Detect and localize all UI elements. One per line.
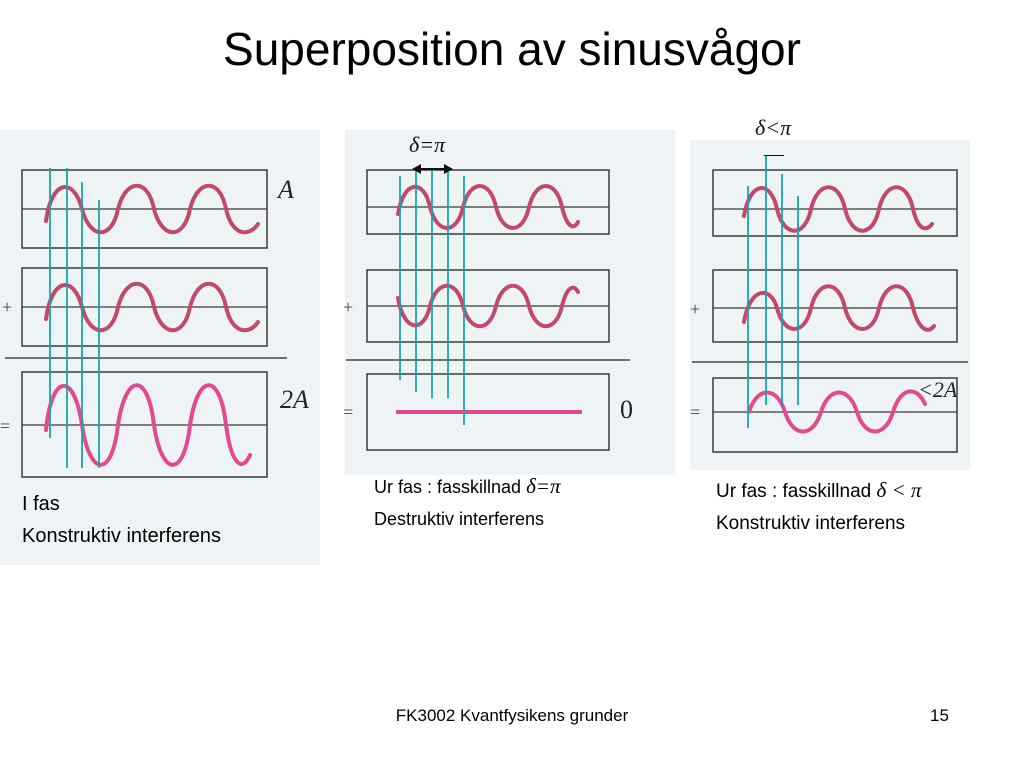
p1-sum-label: 2A xyxy=(280,385,309,414)
caption-out-of-phase-symbol: δ=π xyxy=(526,474,561,498)
caption-out-of-phase-line-2: Destruktiv interferens xyxy=(374,509,545,529)
caption-partial-phase-symbol: δ < π xyxy=(876,478,922,502)
caption-in-phase-line-1: I fas xyxy=(22,493,60,515)
p3-equals-operator: = xyxy=(690,402,700,422)
caption-partial-phase: Ur fas : fasskillnad δ < π Konstruktiv i… xyxy=(716,474,921,540)
caption-in-phase: I fas Konstruktiv interferens xyxy=(22,488,221,552)
p2-sum-frame xyxy=(366,373,610,451)
p3-phase-mark: — xyxy=(763,143,785,165)
p2-plus-operator: + xyxy=(343,297,353,317)
p2-phase-arrow-head-right xyxy=(444,164,453,174)
p3-wave1-frame xyxy=(712,169,958,237)
p3-sum-label: <2A xyxy=(918,377,958,402)
caption-out-of-phase-text: Ur fas : fasskillnad xyxy=(374,477,527,497)
p2-phase-arrow-head-left xyxy=(412,164,421,174)
p3-wave1 xyxy=(742,185,934,233)
caption-partial-phase-line-2: Konstruktiv interferens xyxy=(716,513,906,534)
p3-wave2 xyxy=(742,284,936,332)
caption-out-of-phase: Ur fas : fasskillnad δ=π Destruktiv inte… xyxy=(374,470,561,535)
caption-out-of-phase-line-1: Ur fas : fasskillnad δ=π xyxy=(374,470,561,503)
page-number: 15 xyxy=(930,706,949,725)
p2-sum-label: 0 xyxy=(620,395,633,424)
p3-phase-label: δ<π xyxy=(755,115,792,140)
slide-title: Superposition av sinusvågor xyxy=(223,23,801,75)
p1-plus-operator: + xyxy=(2,297,12,317)
footer-text: FK3002 Kvantfysikens grunder xyxy=(395,706,629,725)
p2-wave1-frame xyxy=(366,169,610,235)
caption-partial-phase-line-1: Ur fas : fasskillnad δ < π xyxy=(716,474,921,508)
p2-wave2 xyxy=(396,284,580,328)
p2-equals-operator: = xyxy=(343,402,353,422)
panel-3-background xyxy=(690,140,970,470)
p2-wave1 xyxy=(396,184,580,230)
p3-sum-frame xyxy=(712,377,958,453)
p2-phase-label: δ=π xyxy=(409,132,446,157)
p3-wave2-frame xyxy=(712,269,958,343)
p1-equals-operator: = xyxy=(0,416,10,436)
p1-amplitude-label: A xyxy=(276,175,294,204)
p3-plus-operator: + xyxy=(690,299,700,319)
caption-in-phase-line-2: Konstruktiv interferens xyxy=(22,525,221,547)
caption-partial-phase-text: Ur fas : fasskillnad xyxy=(716,481,877,502)
